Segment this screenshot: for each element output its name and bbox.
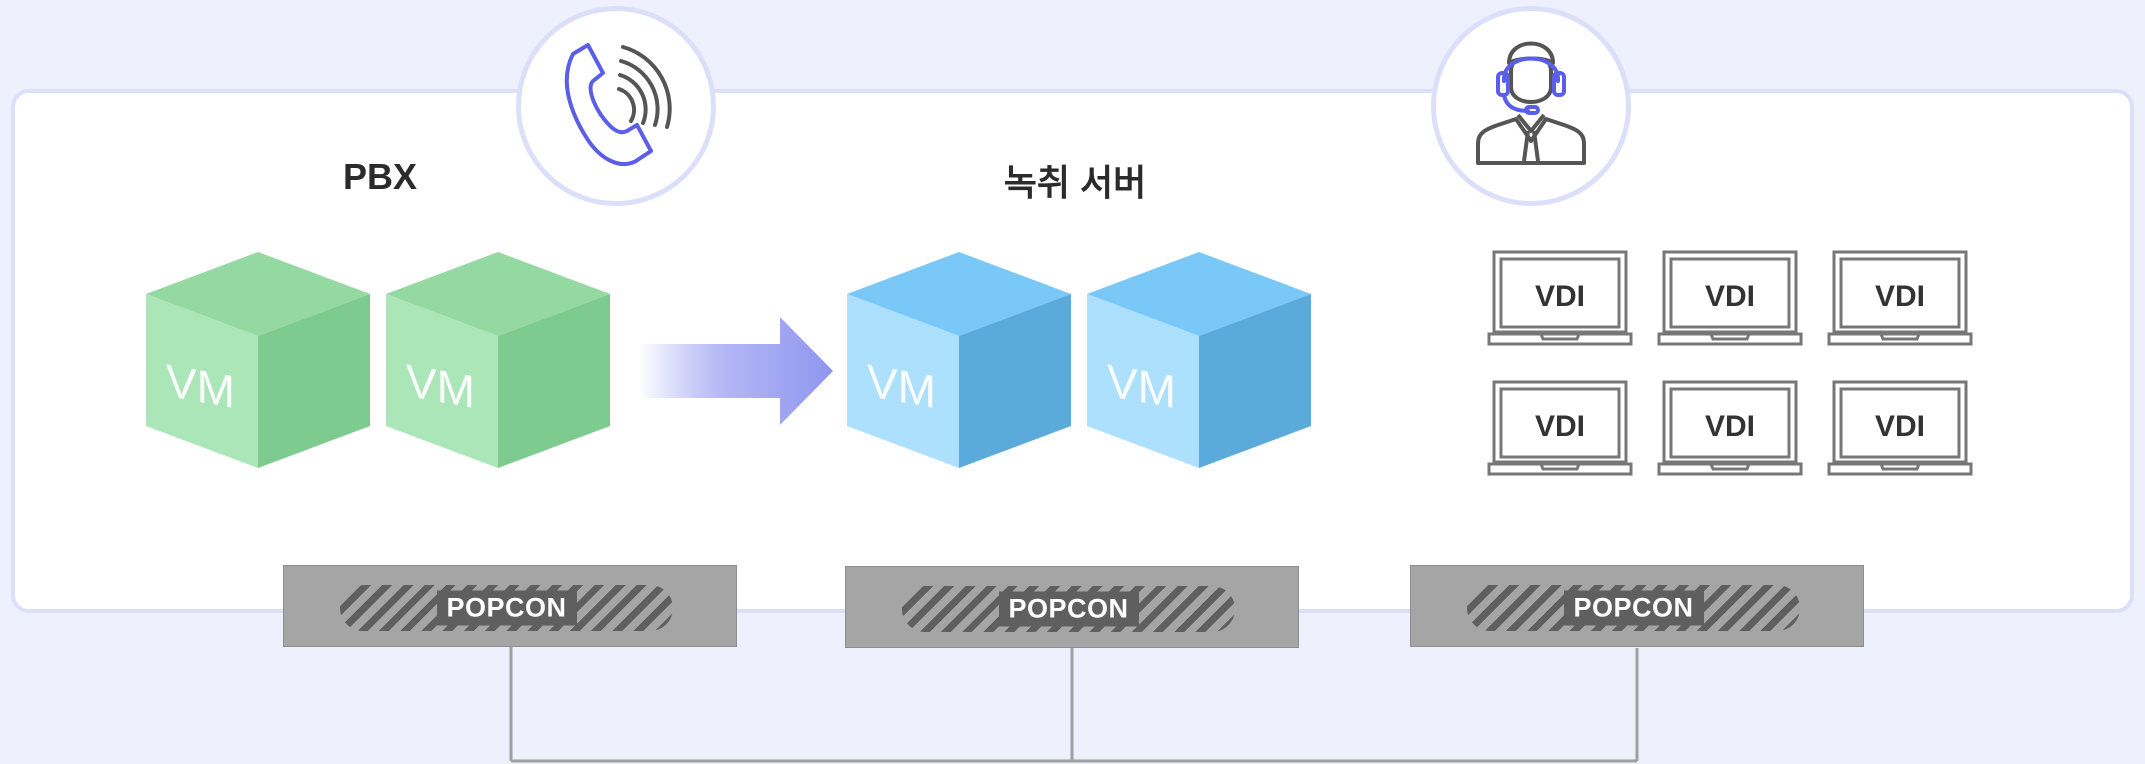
vm-label: VM	[166, 354, 235, 418]
agent-badge	[1431, 6, 1631, 206]
popcon-device-pbx: POPCON	[283, 565, 737, 647]
popcon-label: POPCON	[436, 590, 577, 626]
flow-arrow	[640, 317, 833, 425]
popcon-slot: POPCON	[340, 585, 673, 631]
pbx-title: PBX	[342, 156, 418, 197]
popcon-slot: POPCON	[1467, 585, 1800, 631]
recording-vm-cube-2	[1087, 252, 1311, 468]
vm-label: VM	[406, 354, 475, 418]
phone-icon	[564, 43, 672, 166]
vdi-laptop: VDI	[1487, 380, 1633, 478]
vdi-label: VDI	[1874, 280, 1925, 313]
popcon-slot: POPCON	[902, 586, 1235, 632]
vdi-label: VDI	[1534, 280, 1585, 313]
pbx-vm-cube-1	[146, 252, 370, 468]
vdi-label: VDI	[1704, 280, 1755, 313]
vdi-label: VDI	[1704, 410, 1755, 443]
vdi-laptop: VDI	[1827, 380, 1973, 478]
phone-badge	[516, 6, 716, 206]
popcon-device-recording: POPCON	[845, 566, 1299, 648]
popcon-device-vdi: POPCON	[1410, 565, 1864, 647]
vdi-label: VDI	[1874, 410, 1925, 443]
vm-label: VM	[1107, 354, 1176, 418]
recording-server-title: 녹취 서버	[1003, 162, 1147, 203]
vdi-laptop: VDI	[1487, 250, 1633, 348]
popcon-label: POPCON	[1563, 590, 1704, 626]
recording-vm-cube-1	[847, 252, 1071, 468]
vdi-laptop: VDI	[1657, 250, 1803, 348]
vm-label: VM	[867, 354, 936, 418]
vdi-label: VDI	[1534, 410, 1585, 443]
agent-headset-icon	[1476, 41, 1586, 165]
vdi-laptop: VDI	[1657, 380, 1803, 478]
popcon-label: POPCON	[998, 591, 1139, 627]
pbx-vm-cube-2	[386, 252, 610, 468]
vdi-laptop: VDI	[1827, 250, 1973, 348]
